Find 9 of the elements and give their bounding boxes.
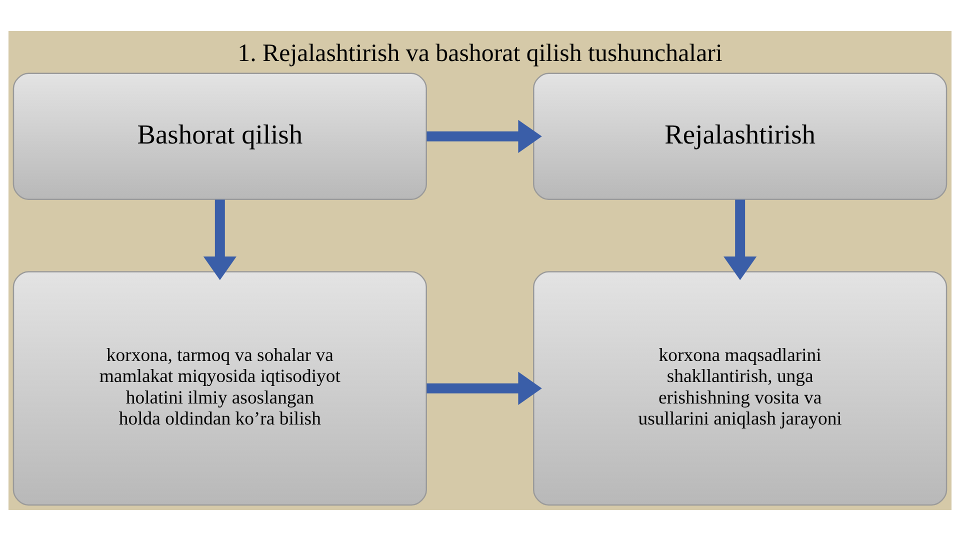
arrow [426, 119, 542, 152]
arrow [203, 199, 236, 280]
node-box: korxona, tarmoq va sohalar va mamlakat miqyosida iqtisodiyot holatini ilmiy asoslangan holda oldindan ko’ra bilish [12, 270, 427, 506]
node-box: Bashorat qilish [12, 72, 427, 200]
node-box: Rejalashtirish [533, 72, 948, 200]
diagram-title: 1. Rejalashtirish va bashorat qilish tushunchalari [238, 39, 722, 66]
node-box: korxona maqsadlarini shakllantirish, unga erishishning vosita va usullarini aniqlash jarayoni [533, 270, 948, 506]
arrow [724, 199, 757, 280]
arrow [426, 371, 542, 404]
